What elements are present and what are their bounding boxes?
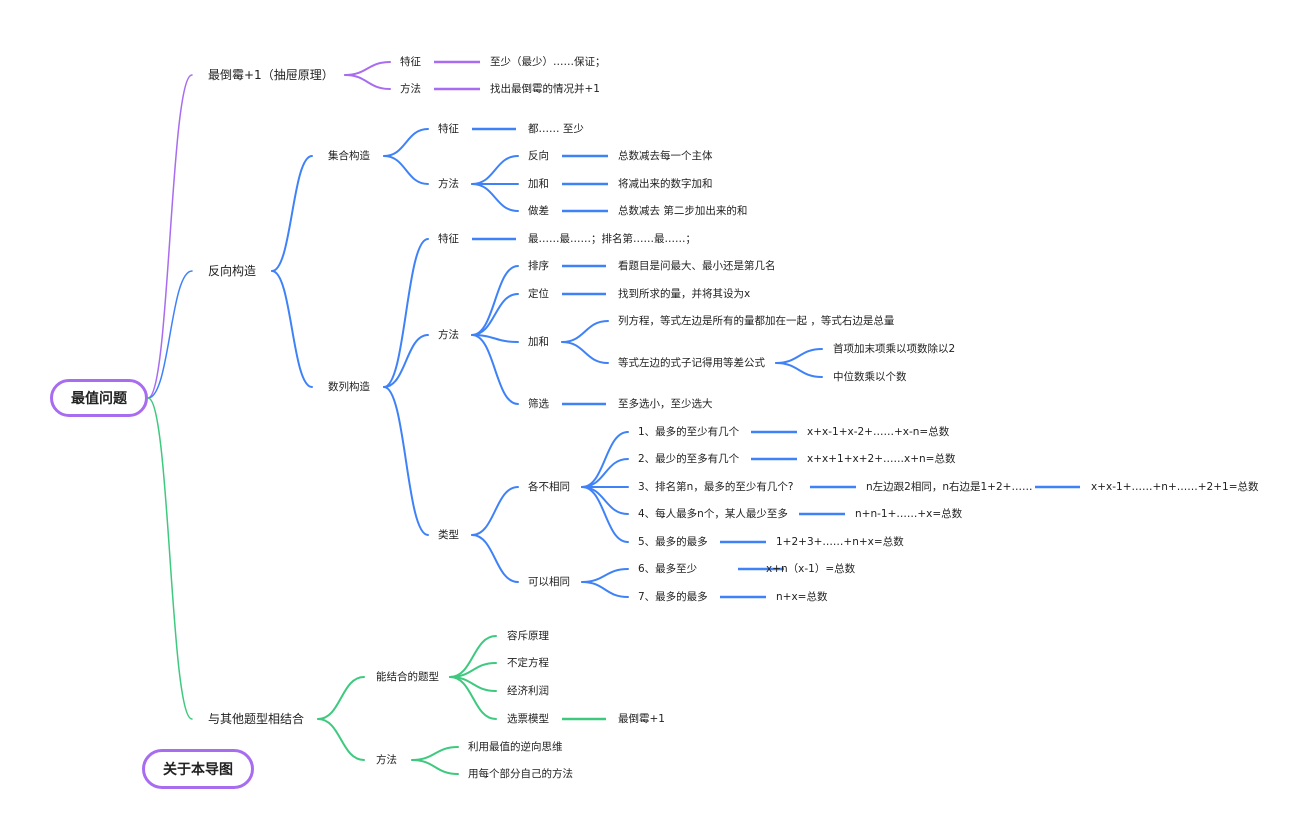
branch-connector	[317, 718, 365, 761]
branch-connector	[147, 397, 193, 720]
branch-connector	[147, 74, 193, 399]
branch-connector	[471, 155, 519, 185]
type-value[interactable]: x+n（x-1）=总数	[766, 563, 856, 575]
type-item[interactable]: 2、最少的至多有几个	[638, 453, 740, 465]
type-item[interactable]: 6、最多至少	[638, 563, 698, 575]
type-value[interactable]: n+x=总数	[776, 591, 828, 603]
type-value[interactable]: 1+2+3+……+n+x=总数	[776, 536, 904, 548]
branch-connector	[383, 128, 429, 157]
seq-sum[interactable]: 加和	[528, 336, 549, 348]
seq-locate-value[interactable]: 找到所求的量，并将其设为x	[618, 288, 751, 300]
branch-connector	[344, 74, 391, 90]
branch-connector	[561, 341, 609, 364]
branch-connector	[775, 362, 823, 378]
combinable-type-item[interactable]: 容斥原理	[507, 630, 549, 642]
branch-connector	[471, 334, 519, 405]
seq-sort-value[interactable]: 看题目是问最大、最小还是第几名	[618, 260, 776, 272]
types-same[interactable]: 可以相同	[528, 576, 570, 588]
branch-connector	[471, 265, 519, 336]
branch-connector	[383, 155, 429, 185]
topic-reverse-construction[interactable]: 反向构造	[208, 264, 257, 278]
type-value[interactable]: x+x-1+x-2+……+x-n=总数	[807, 426, 950, 438]
branch-connector	[383, 334, 429, 388]
formula-b[interactable]: 中位数乘以个数	[833, 371, 907, 383]
branch-connector	[581, 486, 629, 515]
branch-connector	[411, 746, 459, 761]
drawer-feature-value[interactable]: 至少（最少）……保证；	[490, 56, 606, 68]
type-item[interactable]: 7、最多的最多	[638, 591, 708, 603]
branch-connector	[471, 183, 519, 212]
branch-connector	[561, 320, 609, 343]
type-value[interactable]: x+x+1+x+2+……x+n=总数	[807, 453, 956, 465]
topic-drawer-principle[interactable]: 最倒霉+1（抽屉原理）	[208, 68, 334, 82]
type-item[interactable]: 1、最多的至少有几个	[638, 426, 740, 438]
set-method-item[interactable]: 加和	[528, 178, 549, 190]
set-method-item[interactable]: 反向	[528, 150, 549, 162]
sequence-construction[interactable]: 数列构造	[328, 381, 370, 393]
combinable-type-item[interactable]: 不定方程	[507, 657, 549, 669]
set-method-value[interactable]: 总数减去每一个主体	[618, 150, 713, 162]
seq-types[interactable]: 类型	[438, 529, 459, 541]
drawer-method-value[interactable]: 找出最倒霉的情况并+1	[490, 83, 600, 95]
set-method[interactable]: 方法	[438, 178, 459, 190]
branch-connector	[383, 238, 429, 388]
seq-feature[interactable]: 特征	[438, 233, 459, 245]
branch-connector	[147, 270, 193, 399]
branch-connector	[775, 348, 823, 364]
type-value[interactable]: n+n-1+……+x=总数	[855, 508, 963, 520]
branch-connector	[344, 61, 391, 76]
branch-connector	[471, 486, 519, 536]
branch-connector	[317, 676, 365, 720]
seq-sort[interactable]: 排序	[528, 260, 549, 272]
seq-method[interactable]: 方法	[438, 329, 459, 341]
set-method-value[interactable]: 总数减去 第二步加出来的和	[618, 205, 748, 217]
combine-method-item[interactable]: 利用最值的逆向思维	[468, 741, 563, 753]
branch-connector	[411, 759, 459, 775]
combine-method[interactable]: 方法	[376, 754, 397, 766]
branch-connector	[271, 270, 313, 388]
type-item[interactable]: 4、每人最多n个，某人最少至多	[638, 508, 788, 520]
set-feature[interactable]: 特征	[438, 123, 459, 135]
branch-connector	[471, 534, 519, 583]
branch-connector	[581, 486, 629, 543]
seq-feature-value[interactable]: 最……最……；排名第……最……；	[528, 233, 696, 245]
set-method-value[interactable]: 将减出来的数字加和	[618, 178, 713, 190]
combinable-type-item[interactable]: 选票模型	[507, 713, 549, 725]
topic-combine[interactable]: 与其他题型相结合	[208, 712, 305, 726]
combine-method-item[interactable]: 用每个部分自己的方法	[468, 768, 573, 780]
seq-filter[interactable]: 筛选	[528, 398, 549, 410]
vote-model-value[interactable]: 最倒霉+1	[618, 713, 665, 725]
seq-locate[interactable]: 定位	[528, 288, 549, 300]
about-map-button[interactable]: 关于本导图	[142, 749, 254, 789]
type-item[interactable]: 3、排名第n，最多的至少有几个?	[638, 481, 794, 493]
branch-connector	[471, 293, 519, 336]
formula-a[interactable]: 首项加末项乘以项数除以2	[833, 343, 956, 355]
type-item[interactable]: 5、最多的最多	[638, 536, 708, 548]
set-construction[interactable]: 集合构造	[328, 150, 370, 162]
branch-connector	[383, 386, 429, 536]
drawer-method[interactable]: 方法	[400, 83, 421, 95]
seq-filter-value[interactable]: 至多选小，至少选大	[618, 398, 713, 410]
combinable-type-item[interactable]: 经济利润	[507, 685, 549, 697]
root-topic[interactable]: 最值问题	[50, 379, 148, 417]
type-value-2[interactable]: x+x-1+……+n+……+2+1=总数	[1091, 481, 1259, 493]
type-value[interactable]: n左边跟2相同，n右边是1+2+……	[866, 481, 1033, 493]
combinable-types[interactable]: 能结合的题型	[376, 671, 439, 683]
seq-sum-formula[interactable]: 等式左边的式子记得用等差公式	[618, 357, 765, 369]
branch-connector	[581, 568, 629, 583]
branch-connector	[581, 581, 629, 598]
branch-connector	[271, 155, 313, 272]
seq-sum-equation[interactable]: 列方程，等式左边是所有的量都加在一起 ，等式右边是总量	[618, 315, 895, 327]
types-distinct[interactable]: 各不相同	[528, 481, 570, 493]
set-method-item[interactable]: 做差	[528, 205, 549, 217]
branch-connector	[449, 676, 497, 720]
drawer-feature[interactable]: 特征	[400, 56, 421, 68]
branch-connector	[581, 458, 629, 488]
set-feature-value[interactable]: 都…… 至少	[528, 123, 584, 135]
